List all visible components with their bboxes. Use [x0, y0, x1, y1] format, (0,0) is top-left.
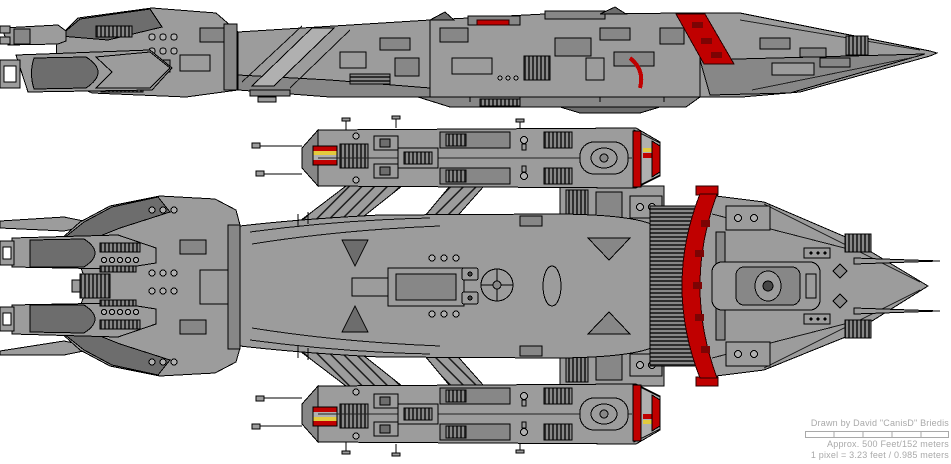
- side-profile-view: [0, 6, 939, 114]
- side-midship: [417, 6, 702, 114]
- tail-spike-lower: [853, 307, 941, 315]
- side-lower-prong: [0, 49, 173, 93]
- top-plan-view: [0, 115, 941, 457]
- tail-spike-upper: [853, 257, 941, 265]
- side-neck: [237, 19, 431, 103]
- top-bow-head: [0, 195, 241, 377]
- lower-flight-pod: [251, 383, 661, 457]
- spine-red-stripe: [476, 19, 510, 26]
- side-hangar-keel: [417, 96, 702, 108]
- side-red-markings: [476, 13, 735, 89]
- side-stern: [699, 12, 939, 98]
- bow-dark-wedge: [58, 8, 163, 41]
- credit-length-line: Approx. 500 Feet/152 meters: [827, 439, 949, 449]
- top-stern: [649, 185, 941, 387]
- stern-red-chevron: [681, 185, 719, 387]
- scale-bar: [805, 431, 949, 438]
- tail-ribbed-vent: [845, 35, 869, 56]
- side-upper-prong: [0, 24, 67, 46]
- credit-artist-line: Drawn by David "CanisD" Briedis: [810, 418, 949, 428]
- credits-block: Drawn by David "CanisD" Briedis Approx. …: [805, 418, 949, 461]
- pod-stern-stripes: [632, 129, 661, 189]
- neck-diagonal-strut: [250, 27, 336, 87]
- top-main-hull: [239, 212, 659, 360]
- bow-nose-cone: [31, 56, 99, 90]
- pod-bow-stripes: [313, 146, 337, 165]
- side-red-sliver: [628, 56, 644, 89]
- upper-flight-pod: [251, 115, 661, 189]
- credit-pixel-scale-line: 1 pixel = 3.23 feet / 0.985 meters: [810, 450, 949, 460]
